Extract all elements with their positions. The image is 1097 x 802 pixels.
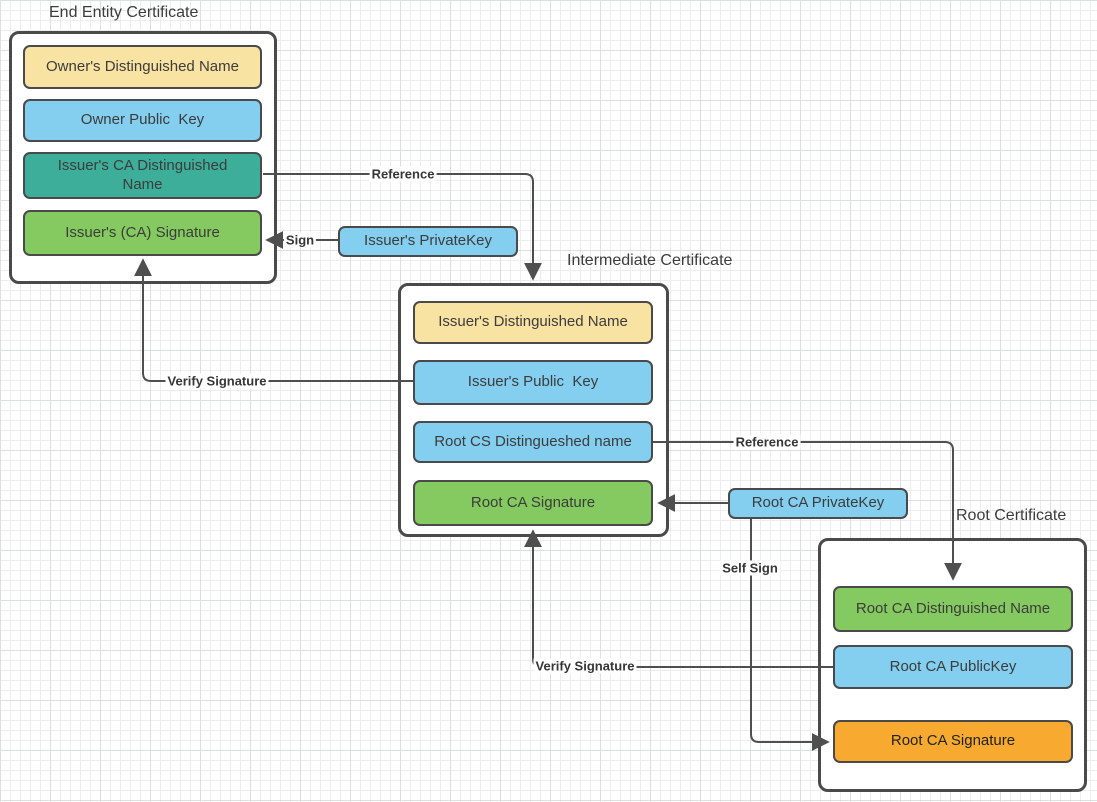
- intermediate-certificate-title: Intermediate Certificate: [567, 252, 733, 269]
- node-issuer-ca-distinguished-name: Issuer's CA Distinguished Name: [23, 152, 262, 199]
- node-root-ca-signature-intermediate: Root CA Signature: [413, 480, 653, 526]
- node-root-cs-distingueshed-name: Root CS Distingueshed name: [413, 421, 653, 463]
- edge-label-verify-signature-1: Verify Signature: [165, 373, 269, 389]
- node-root-ca-public-key: Root CA PublicKey: [833, 645, 1073, 689]
- edge-label-reference-1: Reference: [369, 166, 437, 182]
- edge-label-sign: Sign: [283, 232, 317, 248]
- node-issuer-distinguished-name: Issuer's Distinguished Name: [413, 301, 653, 344]
- edge-label-verify-signature-2: Verify Signature: [533, 658, 637, 674]
- end-entity-certificate-title: End Entity Certificate: [49, 4, 199, 21]
- node-root-ca-distinguished-name: Root CA Distinguished Name: [833, 586, 1073, 632]
- node-root-ca-signature-root: Root CA Signature: [833, 720, 1073, 763]
- node-issuer-public-key: Issuer's Public Key: [413, 360, 653, 405]
- edge-label-reference-2: Reference: [733, 434, 801, 450]
- arrow-self-sign: [750, 519, 830, 751]
- node-issuer-ca-signature: Issuer's (CA) Signature: [23, 210, 262, 256]
- node-root-ca-private-key: Root CA PrivateKey: [728, 488, 908, 519]
- root-certificate-title: Root Certificate: [956, 507, 1067, 524]
- edge-label-self-sign: Self Sign: [720, 560, 780, 576]
- arrow-verify-signature-root-to-intermediate: [524, 529, 833, 668]
- node-issuer-private-key: Issuer's PrivateKey: [338, 226, 518, 257]
- node-owner-public-key: Owner Public Key: [23, 99, 262, 142]
- node-owner-distinguished-name: Owner's Distinguished Name: [23, 45, 262, 89]
